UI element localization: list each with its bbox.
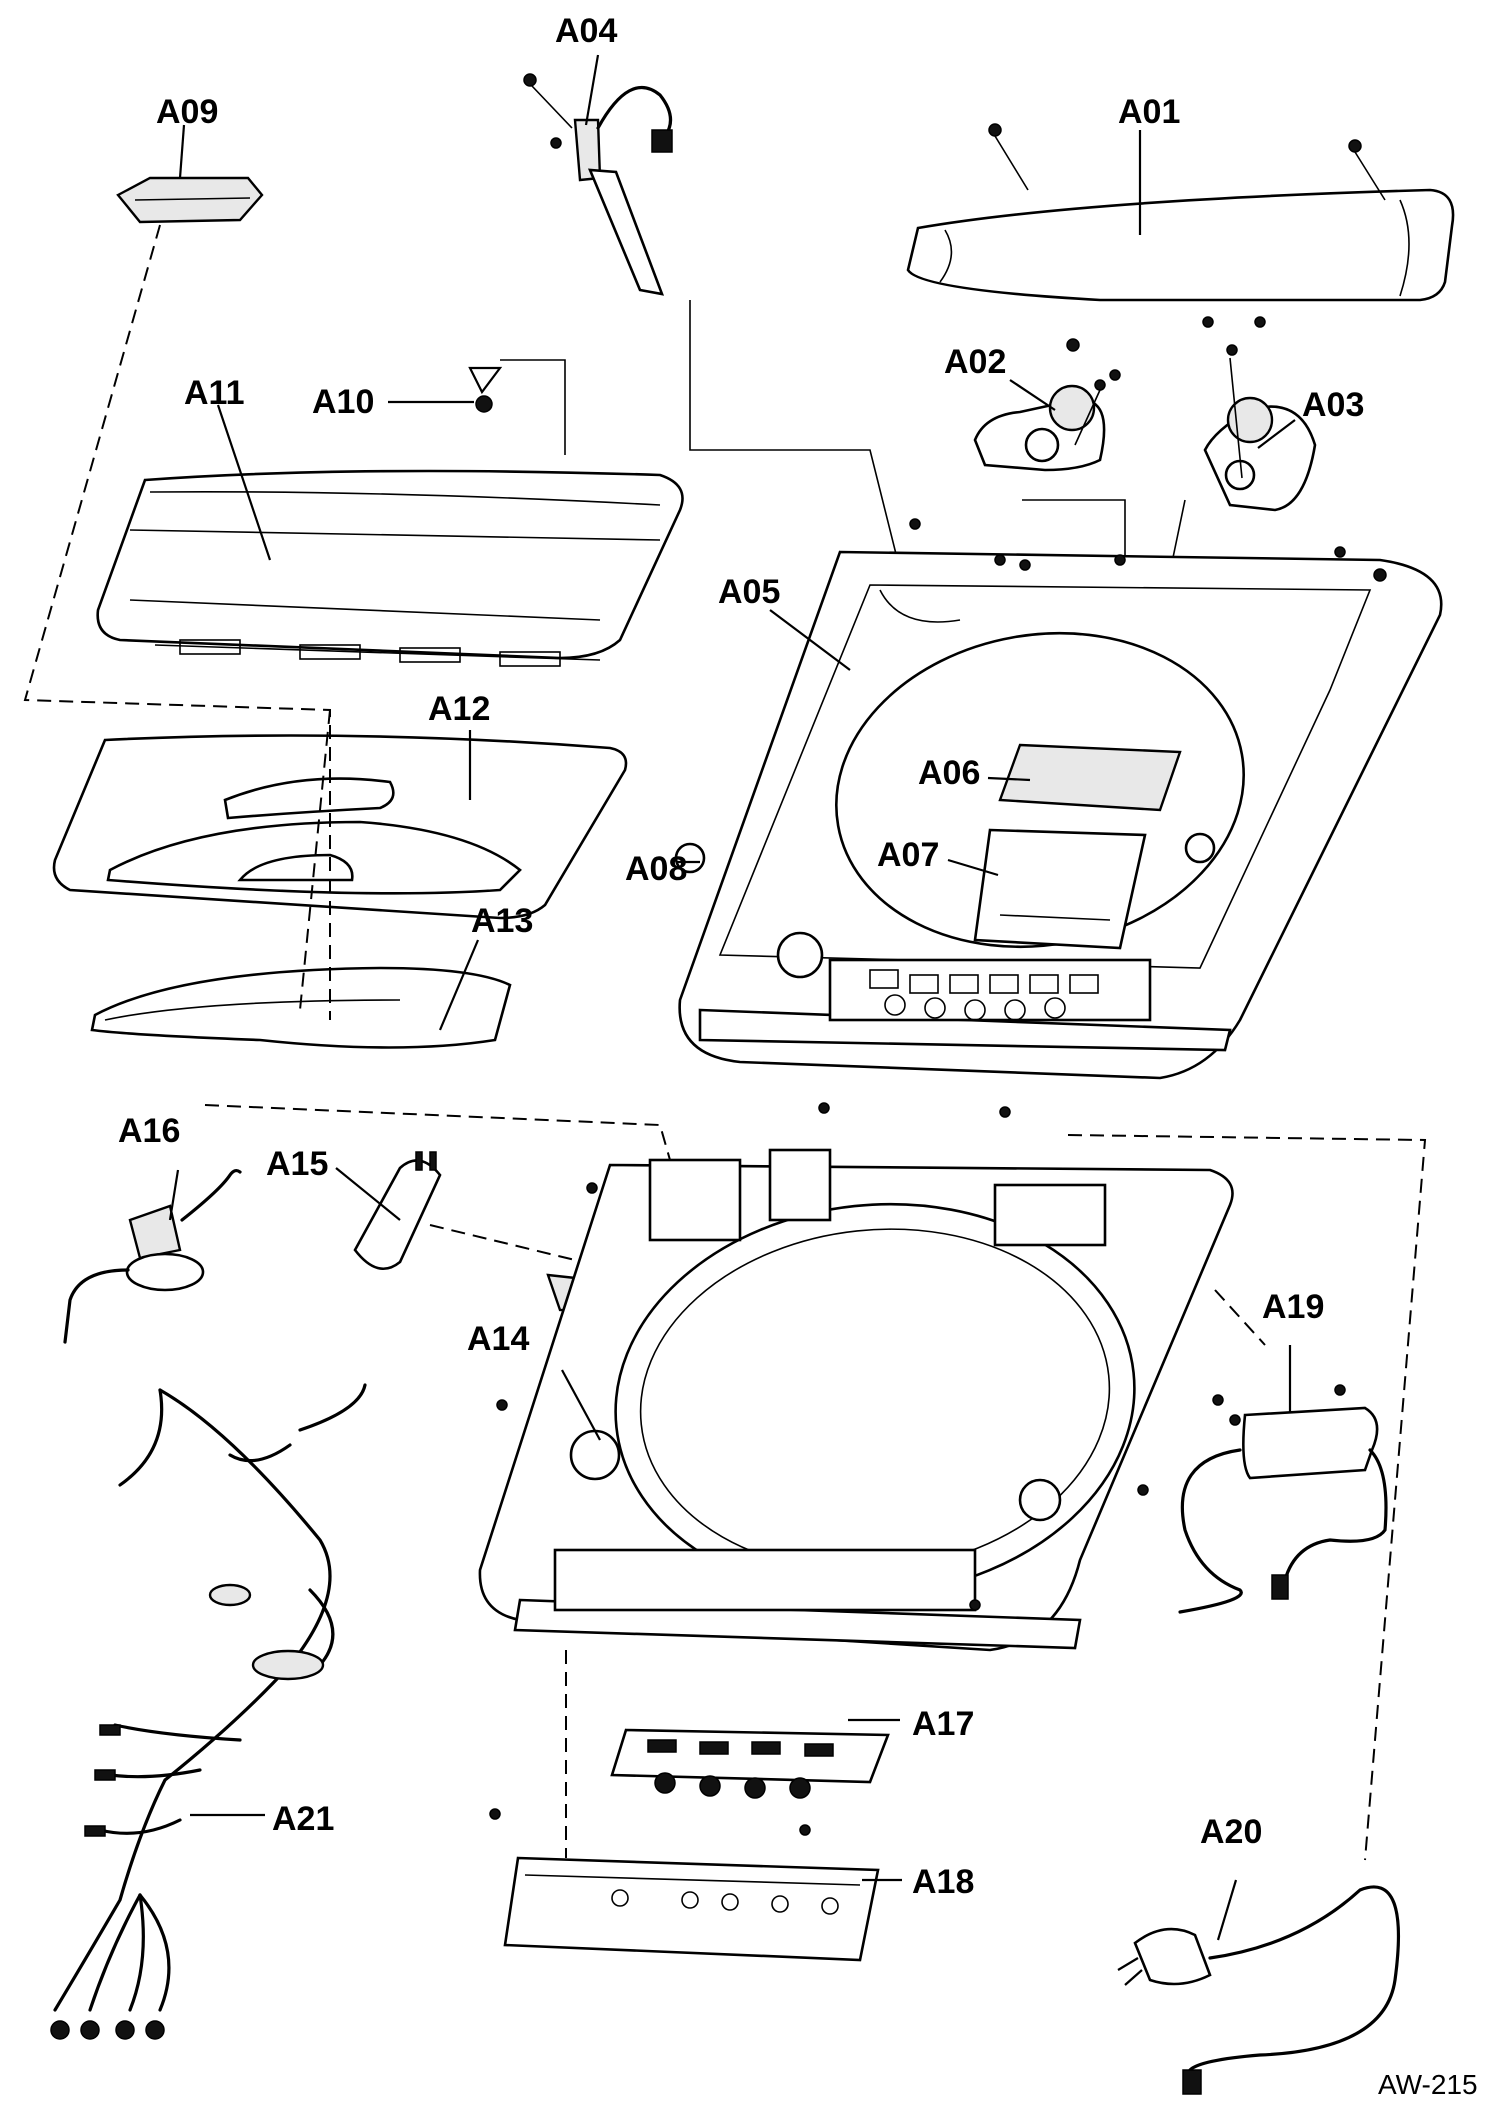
label-a06: A06 [918,754,980,792]
part-labels: A01 A02 A03 A04 A05 A06 A07 A08 A09 A10 … [118,12,1478,2100]
label-a20: A20 [1200,1813,1262,1851]
label-a18: A18 [912,1863,974,1901]
label-a12: A12 [428,690,490,728]
label-a05: A05 [718,573,780,611]
part-a01-top-trim [906,123,1455,302]
label-a15: A15 [266,1145,328,1183]
part-a19-filter [1178,1289,1388,1614]
part-a05-top-frame [674,518,1443,1080]
label-a10: A10 [312,383,374,421]
label-a09: A09 [156,93,218,131]
part-a09-hinge-bracket [116,124,264,224]
part-a16-lid-lock [63,1104,671,1344]
label-a13: A13 [471,902,533,940]
guide-lines-lid [23,224,331,1020]
label-a01: A01 [1118,93,1180,131]
part-a11-lid-panel [96,404,684,667]
label-a02: A02 [944,343,1006,381]
label-a03: A03 [1302,386,1364,424]
label-a08: A08 [625,850,687,888]
part-a18-control-box [489,1650,902,1962]
label-a11: A11 [184,374,245,412]
part-a21-wiring-harness [50,1383,367,2040]
part-a14-base-frame [478,1102,1234,1652]
part-a17-key-board [610,1718,900,1799]
part-a13-handle [90,939,512,1049]
label-a16: A16 [118,1112,180,1150]
label-a04: A04 [555,12,617,50]
label-a14: A14 [467,1320,529,1358]
part-a07-housing [947,828,1147,950]
part-a04-lid-switch [523,54,673,296]
label-a07: A07 [877,836,939,874]
part-a12-lid-inner [52,730,628,920]
part-a20-power-cord [1067,1134,1427,2095]
part-a06-bracket [987,743,1182,812]
part-a10-screw [388,359,566,455]
label-a21: A21 [272,1800,334,1838]
label-a19: A19 [1262,1288,1324,1326]
drawing-code: AW-215 [1378,2069,1478,2100]
part-a03-water-valve [1202,316,1317,512]
label-a17: A17 [912,1705,974,1743]
part-a02-water-valve [973,338,1121,472]
